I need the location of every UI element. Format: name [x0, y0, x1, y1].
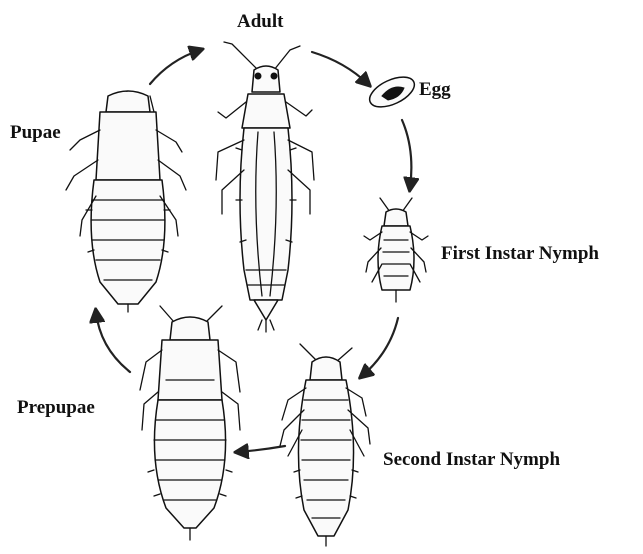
label-first-instar-nymph: First Instar Nymph	[441, 244, 599, 263]
egg-illustration	[365, 71, 419, 113]
arrow-pupa-to-adult	[150, 50, 200, 84]
label-prepupa: Prepupae	[17, 398, 95, 417]
adult-illustration	[216, 42, 314, 332]
label-egg: Egg	[419, 80, 451, 99]
pupa-illustration	[66, 91, 186, 312]
prepupa-illustration	[140, 306, 240, 540]
first-instar-nymph-illustration	[364, 198, 428, 302]
arrow-first-to-second-instar	[362, 318, 398, 376]
arrow-adult-to-egg	[312, 52, 368, 84]
second-instar-nymph-illustration	[280, 344, 370, 546]
label-adult: Adult	[237, 12, 283, 31]
arrow-second-instar-to-prepupa	[238, 446, 285, 452]
label-pupa: Pupae	[10, 123, 61, 142]
label-second-instar-nymph: Second Instar Nymph	[383, 450, 560, 469]
arrow-egg-to-first-instar	[402, 120, 411, 188]
arrow-prepupa-to-pupa	[96, 312, 130, 372]
